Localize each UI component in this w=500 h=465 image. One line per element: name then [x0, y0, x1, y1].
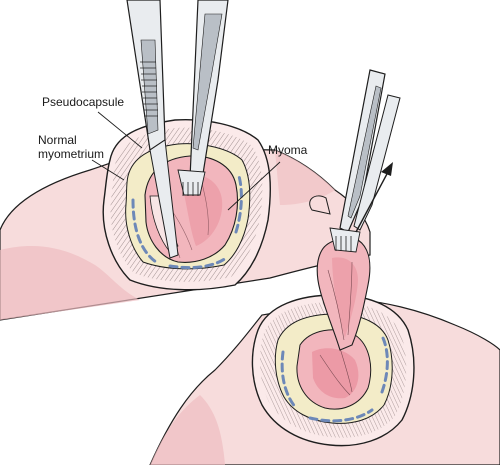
label-leaders [91, 111, 281, 211]
label-myoma: Myoma [268, 143, 308, 157]
uterus-shadow [0, 245, 140, 320]
leader-myoma [227, 161, 281, 211]
leader-pseudocapsule [97, 111, 143, 149]
sutures-upper [131, 174, 243, 270]
uterus-upper [0, 118, 371, 321]
traction-arrow [355, 162, 393, 233]
uterus-shadow-right [275, 150, 335, 205]
label-myometrium: myometrium [38, 147, 105, 161]
label-normal: Normal [38, 133, 77, 147]
tenaculum-lower [329, 69, 401, 253]
myoma-extracted [309, 195, 371, 351]
leader-normal-myometrium [91, 159, 125, 181]
uterus-lower [149, 294, 500, 465]
sutures-lower [280, 336, 389, 423]
tenaculum-upper [126, 0, 229, 259]
label-pseudocapsule: Pseudocapsule [42, 95, 125, 109]
